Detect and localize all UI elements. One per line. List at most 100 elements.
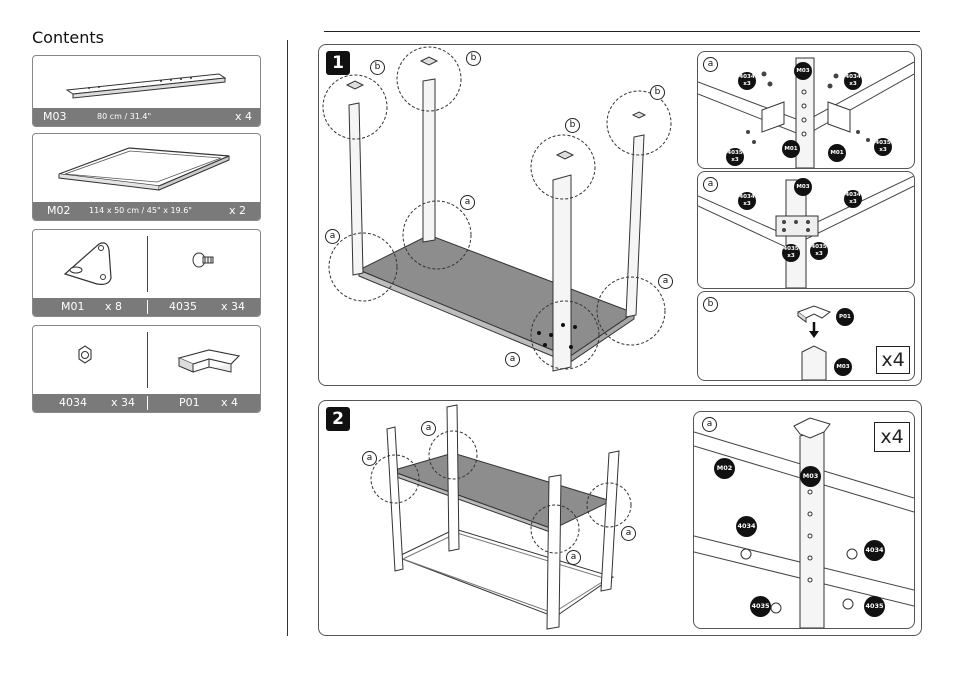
inset-illustration (698, 57, 914, 168)
part-card-m02: M02 114 x 50 cm / 45" x 19.6" x 2 (32, 133, 261, 221)
step-2-illustration (370, 404, 632, 630)
inset-letter: b (703, 297, 718, 312)
part-bar-m02: M02 114 x 50 cm / 45" x 19.6" x 2 (33, 202, 260, 220)
badge-m03: M03 (834, 358, 852, 376)
callout-b: b (466, 51, 481, 66)
angle-bar-illustration (65, 73, 227, 99)
step-2-inset-a: a M02 M03 4034 4034 4035 4035 x4 (693, 411, 915, 629)
badge-m03: M03 (800, 466, 821, 487)
part-card-4034-p01: 4034 x 34 P01 x 4 (32, 325, 261, 413)
part-bar-m01-4035: M01 x 8 4035 x 34 (33, 298, 260, 316)
parts-illustration (63, 242, 214, 285)
badge-m01: M01 (828, 144, 846, 162)
badge-code: 4035 (811, 244, 827, 250)
multiplier-label: x4 (874, 422, 910, 452)
frame-illustration (58, 147, 230, 191)
badge-4034: 4034 (736, 516, 757, 537)
callout-a: a (566, 550, 581, 565)
part-card-m03: M03 80 cm / 31.4" x 4 (32, 55, 261, 127)
badge-m03: M03 (794, 62, 812, 80)
column-divider (287, 40, 288, 636)
callout-a: a (621, 526, 636, 541)
contents-title: Contents (32, 28, 104, 47)
badge-p01: P01 (836, 308, 854, 326)
part-size: 114 x 50 cm / 45" x 19.6" (89, 206, 192, 215)
parts-illustration (78, 345, 241, 373)
step-2-panel: 2 a a a a (318, 400, 922, 636)
badge-qty: x3 (787, 253, 795, 259)
part-qty: x 34 (111, 396, 136, 409)
badge-qty: x3 (731, 157, 739, 163)
badge-qty: x3 (815, 251, 823, 257)
part-code: M03 (43, 110, 67, 123)
badge-qty: x3 (849, 81, 857, 87)
badge-code: 4035 (783, 246, 799, 252)
callout-b: b (650, 85, 665, 100)
part-size: 80 cm / 31.4" (97, 112, 152, 121)
callout-b: b (370, 60, 385, 75)
bolt-4035 (192, 252, 214, 268)
callout-b: b (565, 118, 580, 133)
part-code: P01 (179, 396, 200, 409)
part-qty: x 8 (105, 300, 123, 313)
part-code: 4034 (59, 396, 87, 409)
badge-m02: M02 (714, 458, 735, 479)
part-qty: x 4 (221, 396, 239, 409)
badge-code: 4035 (875, 140, 891, 146)
callout-a: a (421, 421, 436, 436)
callout-a: a (460, 195, 475, 210)
part-bar-m03: M03 80 cm / 31.4" x 4 (33, 108, 260, 126)
badge-4034: 4034 (864, 540, 885, 561)
part-qty: x 34 (221, 300, 246, 313)
callout-a: a (325, 229, 340, 244)
callout-a: a (362, 451, 377, 466)
badge-4035: 4035 (750, 596, 771, 617)
badge-m03: M03 (794, 178, 812, 196)
badge-code: 4035 (727, 150, 743, 156)
split-line (147, 332, 148, 388)
part-bar-4034-p01: 4034 x 34 P01 x 4 (33, 394, 260, 412)
badge-code: 4034 (845, 74, 861, 80)
bar-split (147, 300, 148, 314)
cap-p01 (177, 349, 241, 373)
part-qty: x 2 (228, 204, 246, 217)
part-code: 4035 (169, 300, 197, 313)
badge-qty: x3 (743, 201, 751, 207)
inset-letter: a (703, 57, 718, 72)
callout-a: a (505, 352, 520, 367)
inset-letter: a (702, 417, 717, 432)
badge-qty: x3 (743, 81, 751, 87)
badge-qty: x3 (849, 199, 857, 205)
part-code: M02 (47, 204, 71, 217)
step-1-inset-b-cap: b P01 M03 x4 (697, 291, 915, 381)
top-rule (324, 31, 920, 32)
step-1-panel: 1 b b b b a a (318, 44, 922, 386)
badge-4035: 4035 (864, 596, 885, 617)
step-number: 2 (326, 407, 350, 431)
part-card-m01-4035: M01 x 8 4035 x 34 (32, 229, 261, 317)
part-code: M01 (61, 300, 85, 313)
badge-m01: M01 (782, 140, 800, 158)
badge-code: 4034 (845, 192, 861, 198)
badge-code: 4034 (739, 74, 755, 80)
split-line (147, 236, 148, 292)
nut-4034 (78, 345, 92, 364)
multiplier-label: x4 (876, 346, 910, 374)
inset-illustration (796, 305, 832, 380)
step-1-illustration (322, 46, 672, 372)
step-number: 1 (326, 51, 350, 75)
badge-qty: x3 (879, 147, 887, 153)
badge-code: 4034 (739, 194, 755, 200)
inset-letter: a (703, 177, 718, 192)
callout-a: a (658, 274, 673, 289)
